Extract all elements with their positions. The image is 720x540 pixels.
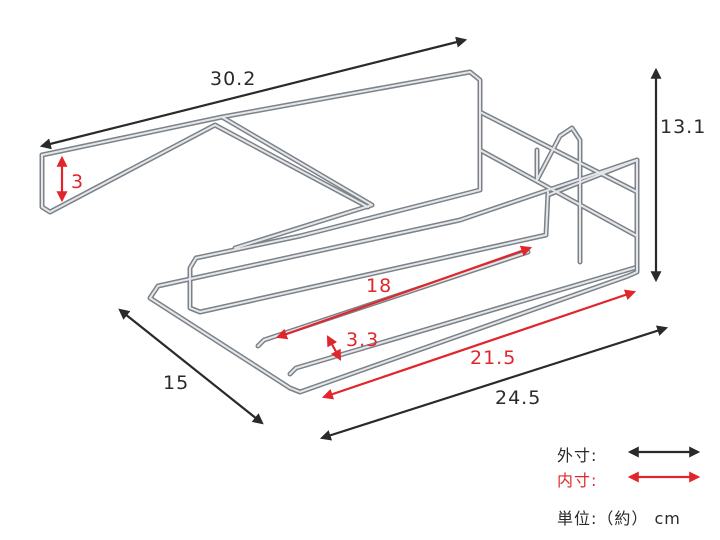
label-inner-gap: 3.3 (346, 329, 379, 351)
legend-inner-label: 内寸: (557, 471, 598, 490)
arrow-inner-width (321, 289, 637, 400)
label-lip: 3 (71, 171, 84, 193)
label-inner-rod: 18 (366, 275, 392, 297)
legend-unit-label: 単位:（約） cm (557, 509, 681, 528)
label-width-bottom: 24.5 (495, 387, 541, 409)
inner-dimension-arrows (56, 155, 637, 400)
label-inner-width: 21.5 (470, 347, 516, 369)
label-depth: 15 (163, 372, 189, 394)
legend-outer-arrow (627, 446, 701, 458)
outer-dimension-arrows (39, 36, 669, 441)
legend-inner-arrow (627, 471, 701, 483)
legend-outer-label: 外寸: (557, 446, 598, 465)
arrow-depth (118, 308, 264, 425)
label-height: 13.1 (660, 116, 706, 138)
label-width-top: 30.2 (210, 68, 256, 90)
wire-rack-illustration (39, 69, 640, 395)
arrow-width-top (39, 36, 468, 150)
